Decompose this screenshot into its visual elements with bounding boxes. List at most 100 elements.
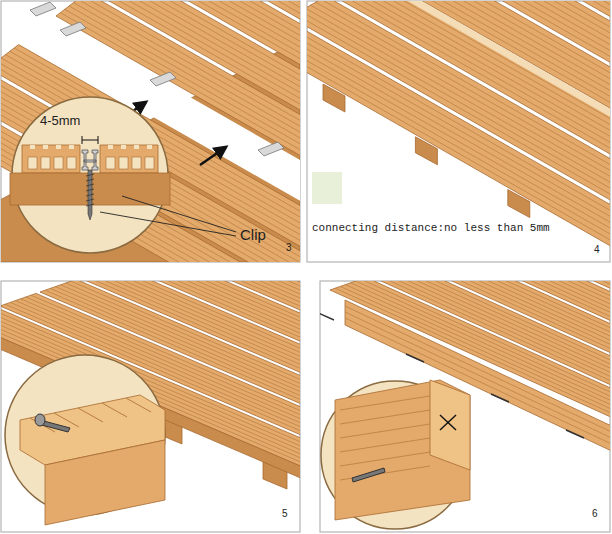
board-section <box>22 145 80 173</box>
board-groove <box>266 281 300 393</box>
board-groove <box>231 281 300 405</box>
deck-board <box>490 1 610 142</box>
board-groove <box>184 1 300 158</box>
board-groove <box>556 281 610 401</box>
board-groove <box>151 281 300 433</box>
board-groove <box>218 1 300 132</box>
leader-line <box>100 212 236 236</box>
board-groove <box>596 281 610 387</box>
fascia-groove <box>340 452 430 466</box>
board-groove <box>495 1 610 139</box>
panel-4 <box>307 1 610 262</box>
gap-dimension <box>82 140 98 141</box>
fascia-groove <box>340 410 430 424</box>
board-groove <box>181 281 300 423</box>
gap-dimension <box>82 136 83 144</box>
fascia-groove <box>340 438 430 452</box>
screw-thread <box>86 184 94 186</box>
panel-3 <box>1 1 300 262</box>
screw-thread <box>86 199 94 201</box>
deck-board <box>530 1 610 119</box>
top-groove <box>69 145 74 149</box>
board-groove <box>126 398 151 412</box>
board-groove <box>221 281 300 409</box>
board-groove <box>180 1 300 161</box>
board-groove <box>505 1 610 133</box>
board-groove <box>191 281 300 419</box>
board-groove <box>551 281 610 403</box>
screw-thread <box>86 189 94 191</box>
deck-board <box>160 281 300 430</box>
deck-board <box>530 281 610 410</box>
inset-circle <box>321 381 469 529</box>
board-profile <box>10 145 170 220</box>
step-number: 6 <box>592 508 598 520</box>
board-groove <box>425 1 610 179</box>
board-groove <box>205 281 300 414</box>
board-groove <box>591 281 610 389</box>
top-groove <box>43 145 48 149</box>
board-groove <box>146 281 300 435</box>
board-hollow <box>106 157 115 169</box>
fascia-groove <box>340 396 430 410</box>
board-hollow <box>67 157 76 169</box>
color-patch <box>312 172 342 204</box>
cross-mark <box>440 415 456 430</box>
board-groove <box>601 1 610 78</box>
board-groove <box>500 1 610 136</box>
board-groove <box>585 1 610 87</box>
board-groove <box>78 408 103 422</box>
board-groove <box>186 281 300 421</box>
board-groove <box>271 281 300 391</box>
screw <box>352 468 385 482</box>
note: connecting distance:no less than 5mm <box>312 222 550 235</box>
slide-arrow <box>200 147 226 165</box>
board-groove <box>102 403 127 417</box>
part-name: Clip <box>240 226 266 243</box>
board-groove <box>162 1 300 175</box>
top-groove <box>30 145 35 149</box>
cross-mark <box>440 415 456 430</box>
deck-board <box>570 281 610 396</box>
clip-symbol <box>30 2 56 16</box>
board-groove <box>585 281 610 391</box>
board-groove <box>591 1 610 84</box>
board-groove <box>209 1 300 139</box>
board-groove <box>441 1 610 170</box>
board-hollow <box>41 157 50 169</box>
board-groove <box>535 281 610 408</box>
panel-6 <box>320 281 610 529</box>
screw-thread <box>86 174 94 176</box>
step-number: 5 <box>282 508 288 520</box>
board-groove <box>460 1 610 159</box>
joist-block <box>45 440 165 525</box>
board-hollow <box>119 157 128 169</box>
board-groove <box>575 1 610 93</box>
board-groove <box>171 1 300 168</box>
deck-board <box>570 1 610 96</box>
board-hollow <box>54 157 63 169</box>
screw-thread <box>86 194 94 196</box>
board-hollow <box>28 157 37 169</box>
board-groove <box>250 281 300 398</box>
fascia-groove <box>340 424 430 438</box>
board-joint <box>406 1 610 118</box>
board-groove <box>226 281 300 407</box>
board-groove <box>150 1 300 184</box>
step-number: 4 <box>594 244 600 256</box>
board-groove <box>561 281 610 399</box>
panel-5 <box>1 281 300 525</box>
board-groove <box>471 1 610 153</box>
board-groove <box>580 1 610 90</box>
nail <box>491 394 509 402</box>
screw-thread <box>86 204 94 206</box>
fascia-section <box>335 380 470 520</box>
board-groove <box>580 281 610 392</box>
board-groove <box>165 281 300 428</box>
clip-section <box>82 150 98 170</box>
board-section <box>100 145 158 173</box>
board-groove <box>167 1 300 171</box>
